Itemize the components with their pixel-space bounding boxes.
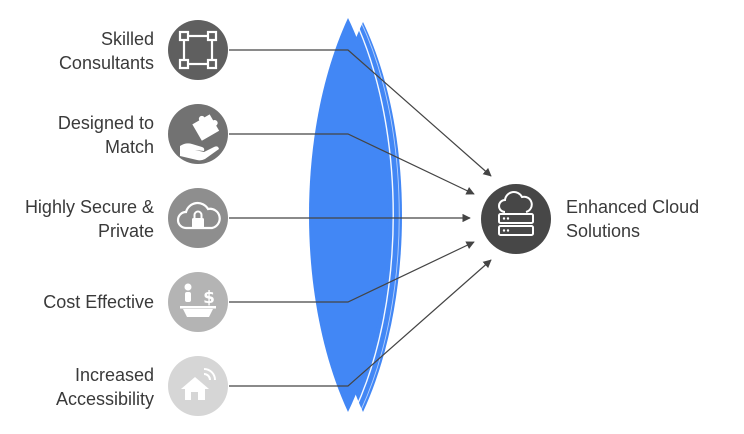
lens [309, 18, 402, 412]
svg-text:$: $ [203, 288, 215, 308]
input-label-increased-accessibility: Increased Accessibility [55, 365, 154, 409]
lens-body [309, 18, 389, 412]
connectors [229, 49, 492, 387]
output-node-enhanced-cloud-solutions [481, 184, 551, 254]
cloud-lock-icon [176, 201, 221, 230]
input-node-designed-to-match [168, 104, 228, 164]
input-node-highly-secure [168, 188, 228, 248]
puzzle-hand-icon [180, 114, 220, 161]
input-node-cost-effective: $ [168, 272, 228, 332]
lens-highlight-outer [360, 21, 400, 411]
input-circle [168, 20, 228, 80]
input-label-designed-to-match: Designed to Match [57, 113, 154, 157]
connector-line-skilled-consultants [229, 49, 492, 177]
output-circle [481, 184, 551, 254]
input-label-highly-secure: Highly Secure & Private [24, 197, 154, 241]
connector-line-increased-accessibility [229, 259, 492, 387]
frame-select-icon [178, 30, 218, 70]
cloud-server-icon [498, 191, 534, 236]
input-label-skilled-consultants: Skilled Consultants [58, 29, 154, 73]
smart-home-icon [181, 368, 216, 400]
person-dollar-scale-icon: $ [180, 283, 216, 317]
input-label-cost-effective: Cost Effective [43, 292, 154, 312]
input-circle [168, 272, 228, 332]
input-node-skilled-consultants [168, 20, 228, 80]
lens-highlight-inner [354, 19, 394, 411]
connector-line-designed-to-match [229, 133, 475, 195]
connector-line-cost-effective [229, 241, 475, 303]
input-node-increased-accessibility [168, 356, 228, 416]
output-label: Enhanced Cloud Solutions [566, 197, 700, 241]
